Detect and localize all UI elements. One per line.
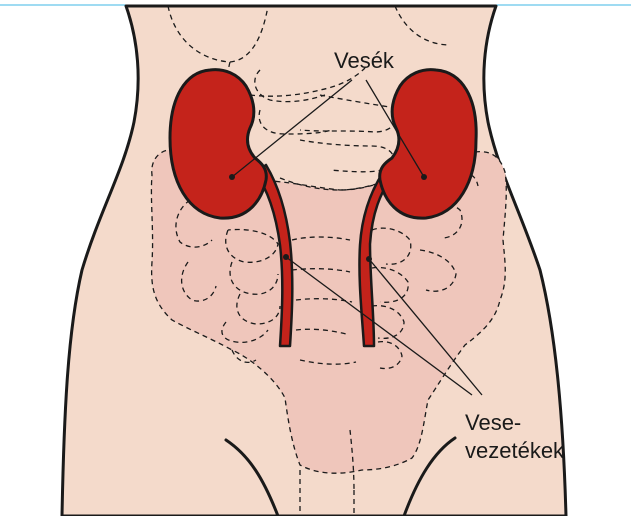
- label-kidneys: Vesék: [334, 48, 395, 73]
- label-ureters-line2: vezetékek: [465, 438, 565, 463]
- label-ureters-line1: Vese-: [465, 410, 521, 435]
